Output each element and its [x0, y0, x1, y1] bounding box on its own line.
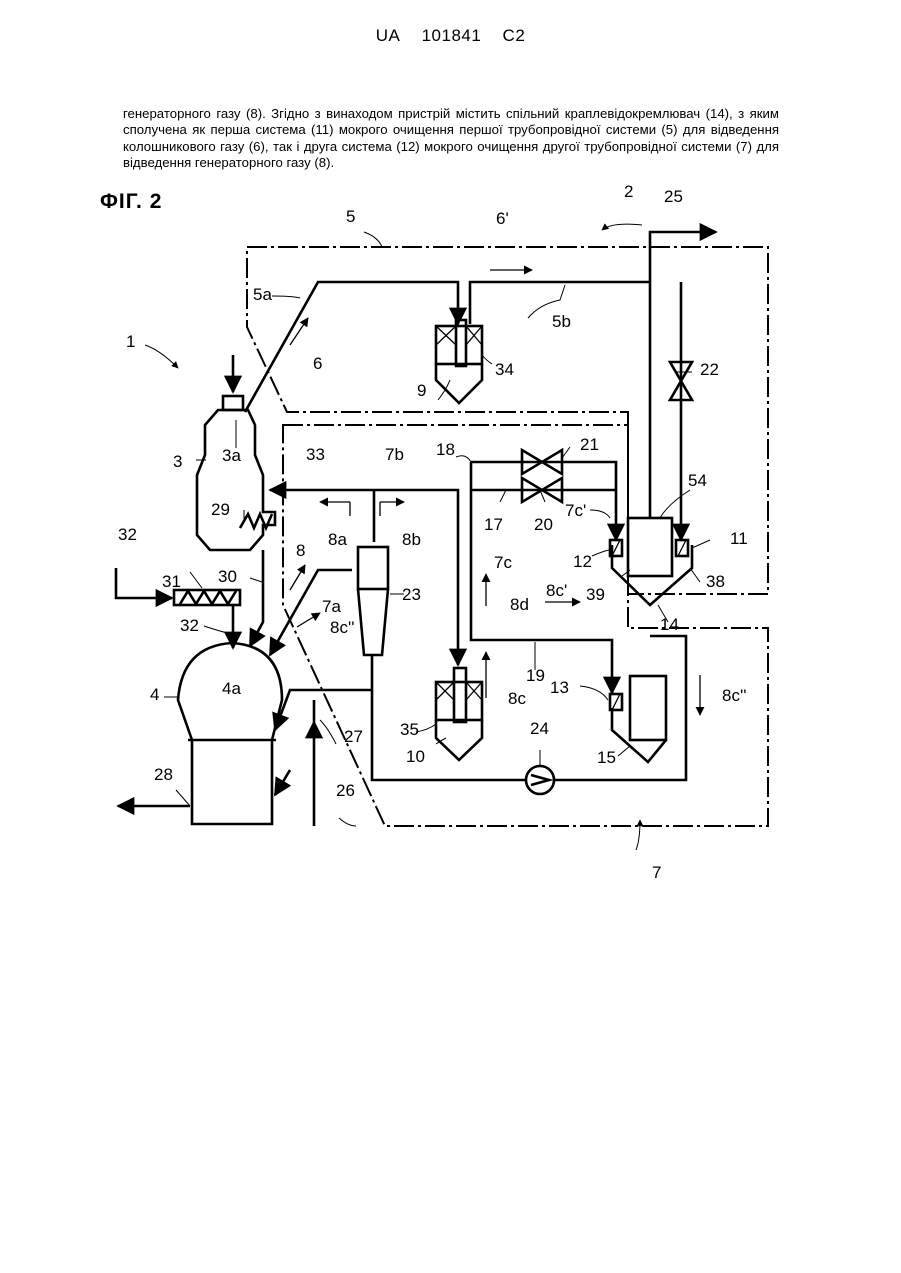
label-20: 20: [534, 515, 553, 534]
label-6p: 6': [496, 209, 509, 228]
label-26: 26: [336, 781, 355, 800]
label-7c: 7c: [494, 553, 512, 572]
separator-15: [610, 676, 666, 762]
pipe-system-7: [270, 450, 616, 693]
label-6: 6: [313, 354, 322, 373]
label-14: 14: [660, 615, 679, 634]
label-11: 11: [730, 529, 748, 548]
pipe-30: [250, 550, 263, 646]
figure-labels: 5 6' 2 25 5a 5b 6 1 34 9 22 3a 3 33 7b 1…: [118, 182, 748, 882]
label-12: 12: [573, 552, 592, 571]
label-8b: 8b: [402, 530, 421, 549]
label-8cpp1: 8c'': [330, 618, 354, 637]
label-9: 9: [417, 381, 426, 400]
system-boundary-5: [247, 247, 768, 594]
label-29: 29: [211, 500, 230, 519]
label-32a: 32: [118, 525, 137, 544]
label-5a: 5a: [253, 285, 272, 304]
label-8d: 8d: [510, 595, 529, 614]
label-18: 18: [436, 440, 455, 459]
label-35: 35: [400, 720, 419, 739]
label-19: 19: [526, 666, 545, 685]
gasifier-4: [118, 643, 282, 824]
label-10: 10: [406, 747, 425, 766]
label-30: 30: [218, 567, 237, 586]
label-31: 31: [162, 572, 181, 591]
label-7a: 7a: [322, 597, 341, 616]
label-3a: 3a: [222, 446, 241, 465]
label-7: 7: [652, 863, 661, 882]
label-33: 33: [306, 445, 325, 464]
label-54: 54: [688, 471, 707, 490]
label-13: 13: [550, 678, 569, 697]
label-8cpp2: 8c'': [722, 686, 746, 705]
label-5b: 5b: [552, 312, 571, 331]
label-23: 23: [402, 585, 421, 604]
label-21: 21: [580, 435, 599, 454]
leader-lines: [145, 224, 710, 850]
scrubber-10: [436, 668, 482, 760]
label-24: 24: [530, 719, 549, 738]
label-15: 15: [597, 748, 616, 767]
label-4a: 4a: [222, 679, 241, 698]
flow-arrows: [290, 270, 700, 715]
label-8c: 8c: [508, 689, 526, 708]
label-8: 8: [296, 541, 305, 560]
label-4: 4: [150, 685, 159, 704]
label-39: 39: [586, 585, 605, 604]
scrubber-9: [436, 320, 482, 403]
label-32b: 32: [180, 616, 199, 635]
label-22: 22: [700, 360, 719, 379]
label-25: 25: [664, 187, 683, 206]
label-7b: 7b: [385, 445, 404, 464]
label-27: 27: [344, 727, 363, 746]
label-8a: 8a: [328, 530, 347, 549]
label-17: 17: [484, 515, 503, 534]
label-28: 28: [154, 765, 173, 784]
label-38: 38: [706, 572, 725, 591]
label-8cp: 8c': [546, 581, 567, 600]
label-3: 3: [173, 452, 182, 471]
pipe-system-5: [245, 232, 716, 540]
label-34: 34: [495, 360, 514, 379]
label-5: 5: [346, 207, 355, 226]
label-2: 2: [624, 182, 633, 201]
label-7cp: 7c': [565, 501, 586, 520]
label-1: 1: [126, 332, 135, 351]
